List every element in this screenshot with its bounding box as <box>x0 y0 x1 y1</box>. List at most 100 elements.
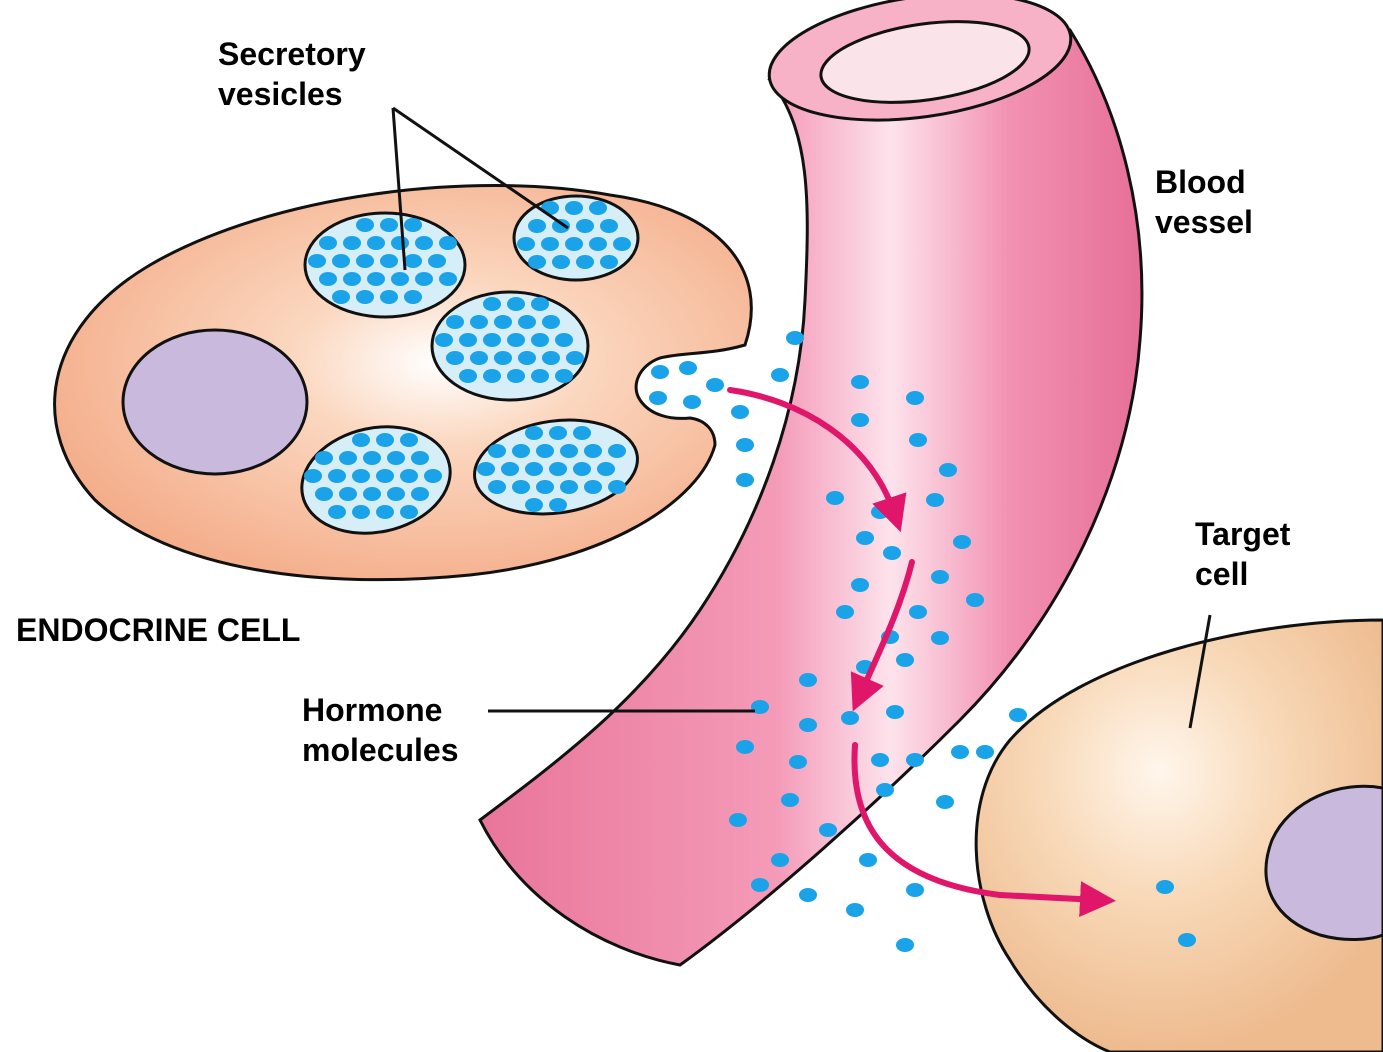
hormone-molecule <box>841 711 859 725</box>
hormone-molecule <box>951 745 969 759</box>
hormone-molecule <box>851 413 869 427</box>
vesicle-hormone-dot <box>565 237 583 251</box>
hormone-molecule <box>909 605 927 619</box>
vesicle-hormone-dot <box>608 444 626 458</box>
label-target-cell-line2: cell <box>1195 554 1290 594</box>
vesicle-hormone-dot <box>387 451 405 465</box>
vesicle-hormone-dot <box>518 351 536 365</box>
vesicle-hormone-dot <box>304 469 322 483</box>
vesicle-hormone-dot <box>352 505 370 519</box>
vesicle-hormone-dot <box>488 444 506 458</box>
vesicle-hormone-dot <box>488 480 506 494</box>
label-hormone-molecules-line1: Hormone <box>302 690 459 730</box>
hormone-molecule <box>836 605 854 619</box>
hormone-molecule <box>736 740 754 754</box>
vesicle-hormone-dot <box>376 433 394 447</box>
vesicle-hormone-dot <box>555 369 573 383</box>
vesicle-hormone-dot <box>411 451 429 465</box>
vesicle-hormone-dot <box>518 315 536 329</box>
vesicle-hormone-dot <box>528 255 546 269</box>
hormone-molecule <box>649 391 667 405</box>
vesicle-hormone-dot <box>483 297 501 311</box>
vesicle-hormone-dot <box>549 426 567 440</box>
label-hormone-molecules-line2: molecules <box>302 730 459 770</box>
vesicle-hormone-dot <box>507 297 525 311</box>
vesicle-hormone-dot <box>459 369 477 383</box>
vesicle-hormone-dot <box>483 369 501 383</box>
label-blood-vessel-line1: Blood <box>1155 162 1253 202</box>
hormone-molecule <box>859 853 877 867</box>
hormone-molecule <box>896 653 914 667</box>
vesicle-hormone-dot <box>328 469 346 483</box>
vesicle-hormone-dot <box>343 272 361 286</box>
vesicle-hormone-dot <box>600 255 618 269</box>
vesicle-hormone-dot <box>404 290 422 304</box>
hormone-molecule <box>856 531 874 545</box>
hormone-molecule <box>851 375 869 389</box>
vesicle-hormone-dot <box>391 272 409 286</box>
vesicle-hormone-dot <box>525 426 543 440</box>
label-target-cell-line1: Target <box>1195 514 1290 554</box>
vesicle-hormone-dot <box>494 351 512 365</box>
vesicle-hormone-dot <box>343 236 361 250</box>
vesicle-hormone-dot <box>315 487 333 501</box>
hormone-molecule <box>871 505 889 519</box>
hormone-molecule <box>906 753 924 767</box>
vesicle-hormone-dot <box>470 315 488 329</box>
hormone-molecule <box>826 491 844 505</box>
hormone-molecule <box>786 331 804 345</box>
vesicle-hormone-dot <box>376 505 394 519</box>
vesicle-hormone-dot <box>573 426 591 440</box>
vesicle-hormone-dot <box>566 351 584 365</box>
vesicle-hormone-dot <box>380 290 398 304</box>
label-secretory-vesicles: Secretory vesicles <box>218 34 366 114</box>
hormone-molecule <box>953 535 971 549</box>
vesicle-hormone-dot <box>589 201 607 215</box>
hormone-molecule <box>751 878 769 892</box>
vesicle-hormone-dot <box>525 498 543 512</box>
vesicle-hormone-dot <box>332 254 350 268</box>
hormone-molecule <box>799 718 817 732</box>
vesicle-hormone-dot <box>446 351 464 365</box>
hormone-molecule <box>931 570 949 584</box>
vesicle-hormone-dot <box>319 272 337 286</box>
vesicle-hormone-dot <box>613 237 631 251</box>
hormone-molecule <box>683 395 701 409</box>
vesicle-hormone-dot <box>608 480 626 494</box>
hormone-molecule <box>1009 708 1027 722</box>
label-endocrine-cell: ENDOCRINE CELL <box>16 610 300 650</box>
vesicle-hormone-dot <box>446 315 464 329</box>
vesicle-hormone-dot <box>536 444 554 458</box>
vesicle-hormone-dot <box>600 219 618 233</box>
endocrine-nucleus <box>123 330 307 474</box>
hormone-molecule <box>966 593 984 607</box>
label-hormone-molecules: Hormone molecules <box>302 690 459 770</box>
label-secretory-vesicles-line1: Secretory <box>218 34 366 74</box>
hormone-molecule <box>679 361 697 375</box>
label-blood-vessel-line2: vessel <box>1155 202 1253 242</box>
hormone-molecule <box>799 673 817 687</box>
vesicle-hormone-dot <box>400 433 418 447</box>
vesicle-hormone-dot <box>512 444 530 458</box>
hormone-molecule <box>731 405 749 419</box>
hormone-molecule <box>926 493 944 507</box>
vesicle-hormone-dot <box>356 218 374 232</box>
hormone-molecule <box>781 793 799 807</box>
vesicle-hormone-dot <box>411 487 429 501</box>
vesicle-hormone-dot <box>308 254 326 268</box>
vesicle-hormone-dot <box>439 272 457 286</box>
hormone-molecule <box>1178 933 1196 947</box>
vesicle-hormone-dot <box>525 462 543 476</box>
vesicle-hormone-dot <box>339 487 357 501</box>
hormone-molecule <box>771 853 789 867</box>
vesicle-hormone-dot <box>363 451 381 465</box>
hormone-molecule <box>729 813 747 827</box>
vesicle-hormone-dot <box>376 469 394 483</box>
vesicle-hormone-dot <box>542 351 560 365</box>
vesicle-hormone-dot <box>512 480 530 494</box>
vesicle-hormone-dot <box>494 315 512 329</box>
label-endocrine-cell-text: ENDOCRINE CELL <box>16 610 300 650</box>
vesicle-hormone-dot <box>391 236 409 250</box>
vesicle-hormone-dot <box>531 333 549 347</box>
